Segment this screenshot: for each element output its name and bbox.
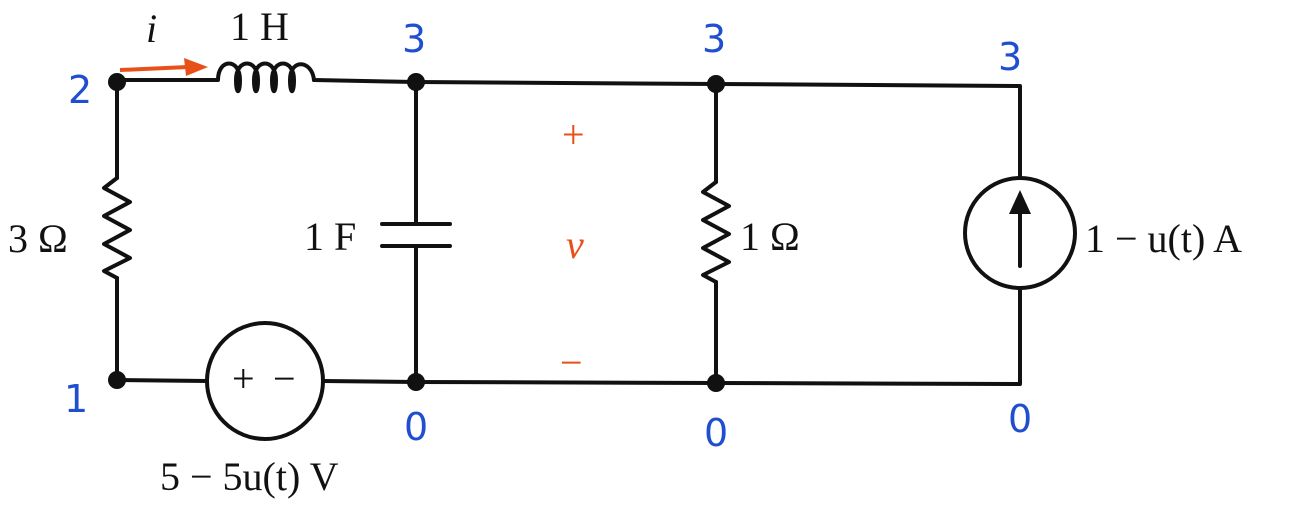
node-label-0b: 0	[704, 411, 728, 455]
junction-node-1	[108, 371, 126, 389]
voltage-plus: +	[562, 112, 585, 157]
node-label-3c: 3	[998, 35, 1022, 79]
voltage-source-minus: −	[273, 356, 296, 401]
capacitor-label: 1 F	[304, 214, 356, 259]
current-arrow	[119, 65, 189, 72]
resistor-3ohm-label: 3 Ω	[8, 216, 68, 261]
top-wire-main	[312, 78, 1022, 180]
voltage-source-plus: +	[232, 356, 255, 401]
node-label-0a: 0	[404, 405, 428, 449]
junction-bottom-b	[707, 374, 725, 392]
current-source	[963, 176, 1077, 290]
node-label-0c: 0	[1008, 397, 1032, 441]
junction-top-a	[407, 73, 425, 91]
current-source-label: 1 − u(t) A	[1085, 216, 1242, 261]
voltage-minus: −	[560, 340, 583, 385]
inductor-label: 1 H	[230, 4, 289, 49]
current-arrow-head	[184, 58, 208, 76]
node-label-3a: 3	[402, 17, 426, 61]
junction-node-2	[108, 73, 126, 91]
voltage-source	[205, 321, 325, 441]
resistor-1ohm	[701, 180, 731, 284]
current-symbol: i	[146, 6, 157, 51]
current-source-arrow-head	[1009, 190, 1031, 214]
bottom-wire-main	[321, 286, 1022, 386]
voltage-symbol: v	[566, 222, 584, 267]
node-label-3b: 3	[702, 17, 726, 61]
bottom-wire-left	[115, 378, 209, 383]
resistor-3ohm	[102, 176, 132, 280]
resistor-1ohm-label: 1 Ω	[740, 214, 800, 259]
node-label-2: 2	[68, 68, 92, 112]
junction-bottom-a	[407, 373, 425, 391]
voltage-source-label: 5 − 5u(t) V	[160, 454, 339, 499]
node-label-1: 1	[64, 377, 88, 421]
inductor	[208, 61, 316, 94]
capacitor-1F	[380, 222, 452, 248]
junction-top-b	[707, 75, 725, 93]
top-wire-left	[115, 78, 212, 84]
